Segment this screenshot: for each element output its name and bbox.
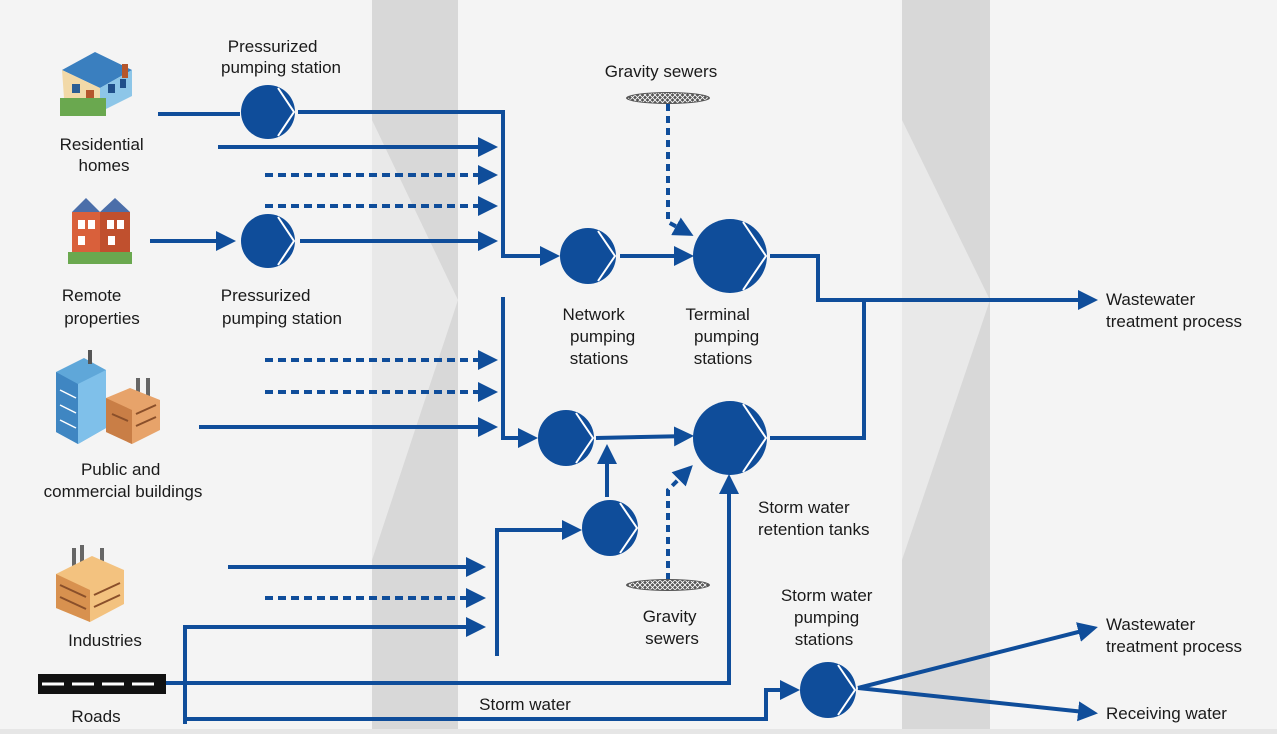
label-receiving-water: Receiving water bbox=[1106, 704, 1227, 723]
flow-line bbox=[857, 622, 1098, 690]
pumps bbox=[241, 85, 857, 718]
flow-line bbox=[495, 520, 582, 656]
flow-line bbox=[770, 300, 866, 440]
flow-line bbox=[770, 254, 1098, 310]
flow-line bbox=[501, 297, 538, 448]
label-gravity-sewers-top: Gravity sewers bbox=[605, 62, 717, 81]
remote-properties-icon bbox=[68, 198, 132, 264]
label-pressurized-top: Pressurized pumping station bbox=[221, 37, 341, 77]
pressurized-pump-bottom-icon bbox=[241, 214, 296, 268]
label-gravity-sewers-bottom: Gravity sewers bbox=[643, 607, 702, 648]
label-storm-pumping: Storm water pumping stations bbox=[781, 586, 877, 649]
gravity-sewer-grate-bottom-icon bbox=[626, 579, 710, 591]
flow-line bbox=[666, 104, 694, 236]
label-pressurized-bottom: Pressurized pumping station bbox=[221, 286, 342, 328]
flow-line bbox=[666, 465, 693, 580]
flow-line bbox=[298, 110, 560, 266]
flow-lines bbox=[150, 104, 1098, 724]
label-wwtp-top: Wastewater treatment process bbox=[1106, 290, 1242, 331]
network-pump-middle-icon bbox=[538, 410, 595, 466]
label-roads: Roads bbox=[71, 707, 120, 726]
public-commercial-buildings-icon bbox=[56, 350, 160, 444]
pressurized-pump-top-icon bbox=[241, 85, 296, 139]
label-retention-tanks: Storm water retention tanks bbox=[758, 498, 870, 539]
label-terminal-pumping: Terminal pumping stations bbox=[686, 305, 764, 368]
roads-icon bbox=[38, 674, 166, 694]
flow-line bbox=[595, 426, 694, 447]
label-remote-properties: Remote properties bbox=[62, 286, 140, 328]
label-residential-homes: Residential homes bbox=[60, 135, 149, 175]
label-wwtp-bottom: Wastewater treatment process bbox=[1106, 615, 1242, 656]
label-public-commercial: Public and commercial buildings bbox=[44, 460, 203, 501]
labels: Pressurized pumping station Residential … bbox=[44, 37, 1242, 726]
network-pump-icon bbox=[560, 228, 617, 284]
small-pump-icon bbox=[582, 500, 639, 556]
retention-pump-icon bbox=[693, 401, 768, 475]
label-storm-water: Storm water bbox=[479, 695, 571, 714]
label-network-pumping: Network pumping stations bbox=[562, 305, 640, 368]
flow-line bbox=[185, 680, 800, 721]
flow-line bbox=[857, 686, 1098, 722]
gravity-sewer-grate-top-icon bbox=[626, 92, 710, 104]
terminal-pump-icon bbox=[693, 219, 768, 293]
flow-line bbox=[165, 474, 739, 685]
label-industries: Industries bbox=[68, 631, 142, 650]
industries-icon bbox=[56, 545, 124, 622]
residential-homes-icon bbox=[60, 52, 132, 116]
storm-pump-icon bbox=[800, 662, 857, 718]
flow-line bbox=[183, 617, 486, 724]
